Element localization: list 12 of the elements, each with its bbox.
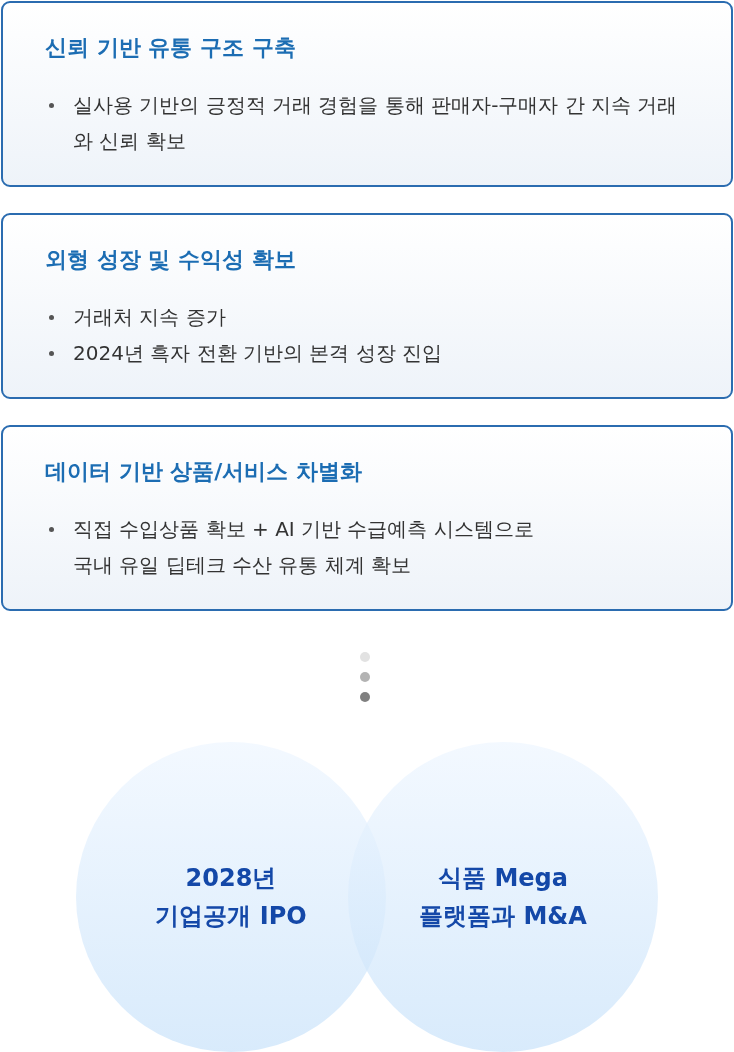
info-card	[1, 1, 733, 187]
circle-text: 식품 Mega 플랫폼과 M&A	[418, 863, 588, 932]
bullet-text: 실사용 기반의 긍정적 거래 경험을 통해 판매자-구매자 간 지속 거래와 신뢰 확보	[73, 92, 679, 155]
circle-text: 2028년 기업공개 IPO	[154, 863, 308, 932]
bullet-text: 2024년 흑자 전환 기반의 본격 성장 진입	[73, 340, 444, 367]
info-card	[1, 425, 733, 611]
card-heading: 데이터 기반 상품/서비스 차별화	[45, 458, 362, 486]
card-heading: 외형 성장 및 수익성 확보	[45, 246, 296, 274]
bullet-text: 거래처 지속 증가	[73, 304, 227, 331]
card-heading: 신뢰 기반 유통 구조 구축	[45, 34, 296, 62]
bullet-text: 직접 수입상품 확보 + AI 기반 수급예측 시스템으로 국내 유일 딥테크 수산 유통 체계 확보	[73, 516, 535, 579]
info-card	[1, 213, 733, 399]
